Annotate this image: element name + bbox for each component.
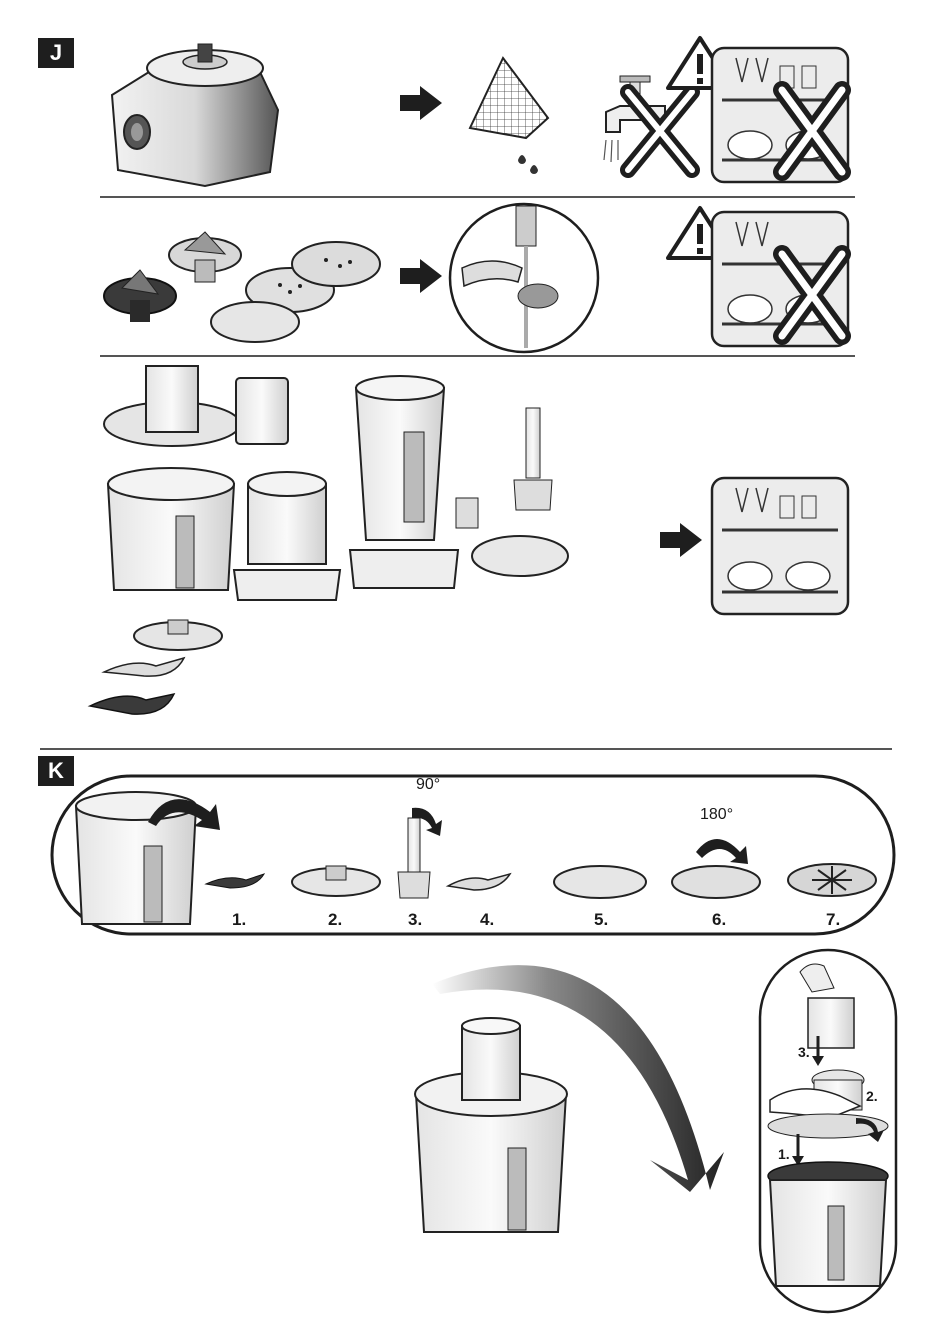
motor-base-illustration [112, 44, 278, 186]
arrow-right-icon [660, 523, 702, 557]
arrow-right-icon [400, 259, 442, 293]
insert-disc-detail [760, 950, 896, 1312]
damp-cloth-icon [470, 58, 548, 174]
no-dishwasher-icon [712, 48, 848, 182]
rotation-180-label: 180° [700, 806, 733, 824]
insert-step-2-label: 2. [866, 1088, 878, 1104]
insert-step-1-label: 1. [778, 1146, 790, 1162]
dishwasher-safe-icon [712, 478, 848, 614]
assembly-step-2-label: 2. [328, 910, 342, 930]
arrow-right-icon [400, 86, 442, 120]
blades-and-discs-illustration [104, 232, 380, 342]
storage-sequence-panel [52, 776, 894, 934]
assembly-step-4-label: 4. [480, 910, 494, 930]
no-running-water-icon [604, 76, 692, 170]
assembly-step-1-label: 1. [232, 910, 246, 930]
assembly-step-6-label: 6. [712, 910, 726, 930]
assembled-bowl-illustration [415, 965, 724, 1232]
assembly-step-3-label: 3. [408, 910, 422, 930]
dishwasher-safe-parts-illustration [90, 366, 568, 714]
handwash-brush-illustration [450, 204, 598, 352]
insert-step-3-label: 3. [798, 1044, 810, 1060]
rotation-90-label: 90° [416, 776, 440, 794]
no-dishwasher-icon [712, 212, 848, 346]
assembly-step-7-label: 7. [826, 910, 840, 930]
assembly-step-5-label: 5. [594, 910, 608, 930]
